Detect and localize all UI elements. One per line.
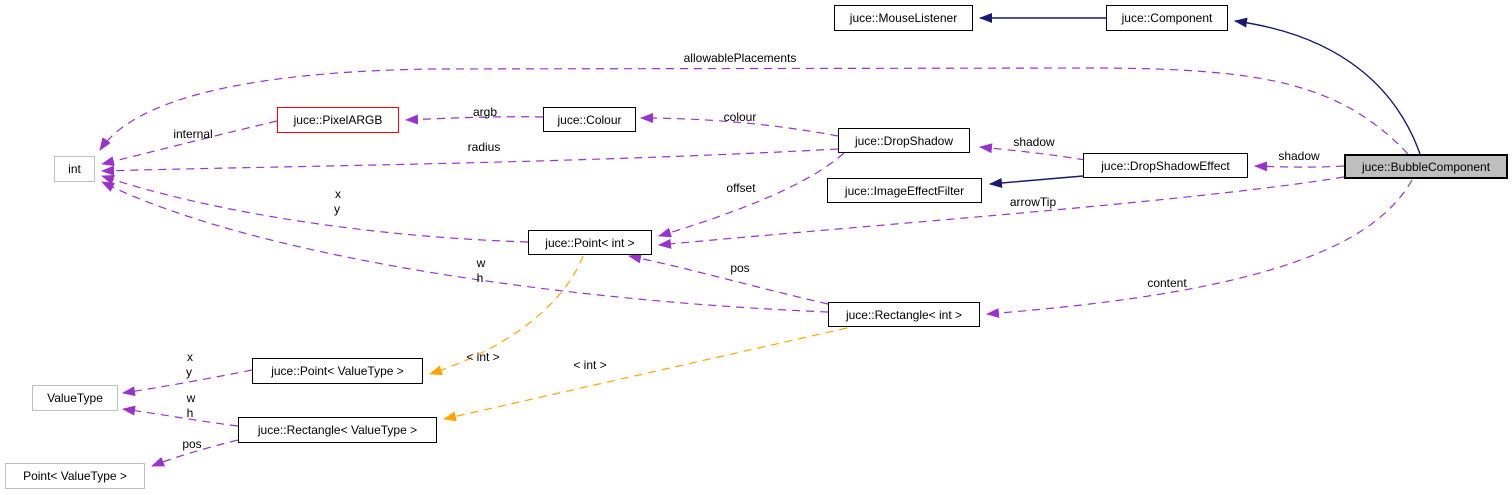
edge-dropshadow-to-int-radius	[101, 148, 839, 176]
edge-pointvaluetype-to-valuetype-xy	[122, 369, 253, 397]
edge-label-instance-point: < int >	[466, 350, 500, 364]
edge-label-colour: colour	[723, 110, 757, 124]
edge-label-internal: internal	[173, 127, 213, 141]
edge-label-allowableplacements: allowablePlacements	[683, 51, 797, 65]
node-juce-colour[interactable]: juce::Colour	[543, 107, 636, 132]
node-juce-component[interactable]: juce::Component	[1106, 5, 1228, 31]
edge-label-h-vt: h	[186, 406, 194, 420]
edge-label-offset: offset	[726, 181, 756, 195]
edge-label-instance-rect: < int >	[573, 358, 607, 372]
edge-label-argb: argb	[472, 105, 498, 119]
edge-label-pos-int: pos	[730, 261, 750, 275]
edge-rectangleint-to-rectanglevaluetype-instance	[443, 327, 848, 422]
node-juce-dropshadow[interactable]: juce::DropShadow	[838, 128, 970, 153]
node-juce-pixelargb[interactable]: juce::PixelARGB	[277, 107, 399, 133]
node-valuetype[interactable]: ValueType	[32, 385, 118, 411]
edge-label-content: content	[1147, 276, 1187, 290]
edge-label-arrowtip: arrowTip	[1009, 195, 1057, 209]
edge-label-radius: radius	[467, 140, 501, 154]
edge-label-h-int: h	[476, 271, 484, 285]
edge-label-shadow-effect: shadow	[1278, 149, 1320, 163]
node-juce-bubblecomponent[interactable]: juce::BubbleComponent	[1344, 154, 1508, 179]
edge-label-y-int: y	[334, 202, 340, 216]
edge-colour-to-pixelargb-argb	[405, 114, 544, 125]
edge-bubblecomponent-to-component	[1234, 17, 1421, 155]
node-juce-mouselistener[interactable]: juce::MouseListener	[834, 5, 973, 31]
edge-label-y-vt: y	[186, 365, 192, 379]
node-juce-rectangle-valuetype[interactable]: juce::Rectangle< ValueType >	[238, 417, 437, 443]
node-point-valuetype[interactable]: Point< ValueType >	[5, 463, 145, 489]
node-juce-point-int[interactable]: juce::Point< int >	[528, 230, 652, 255]
edge-dropshadow-to-colour-colour	[640, 113, 839, 137]
edge-label-pos-vt: pos	[182, 437, 202, 451]
edge-label-x-vt: x	[187, 350, 193, 364]
edge-pixelargb-to-int-internal	[101, 120, 278, 167]
node-juce-point-valuetype[interactable]: juce::Point< ValueType >	[252, 358, 423, 384]
edge-bubblecomponent-to-dropshadoweffect-shadow	[1254, 161, 1345, 172]
edge-label-x-int: x	[335, 187, 341, 201]
edge-rectangleint-to-int-wh	[101, 181, 829, 313]
node-juce-dropshadoweffect[interactable]: juce::DropShadowEffect	[1083, 153, 1248, 178]
edge-rectanglevaluetype-to-valuetype-wh	[122, 405, 239, 427]
node-int[interactable]: int	[54, 156, 95, 182]
edge-pointint-to-pointvaluetype-instance	[429, 255, 584, 376]
edge-dropshadow-to-pointint-offset	[658, 152, 845, 238]
edge-bubblecomponent-to-pointint-arrowtip	[658, 176, 1345, 249]
edge-rectanglevaluetype-to-pointvaluetype-pos	[151, 439, 239, 467]
node-juce-imageeffectfilter[interactable]: juce::ImageEffectFilter	[827, 178, 982, 203]
node-juce-rectangle-int[interactable]: juce::Rectangle< int >	[828, 302, 980, 327]
edge-dropshadoweffect-to-imageeffectfilter	[989, 175, 1084, 188]
edge-bubblecomponent-to-int-allowableplacements	[99, 67, 1409, 155]
edge-bubblecomponent-to-rectangleint-content	[986, 179, 1413, 319]
edge-label-shadow-dropshadow: shadow	[1013, 135, 1055, 149]
edge-rectangleint-to-pointint-pos	[628, 253, 829, 305]
edge-pointint-to-int-xy	[101, 175, 529, 243]
edge-label-w-int: w	[476, 256, 486, 270]
edge-label-w-vt: w	[186, 391, 196, 405]
